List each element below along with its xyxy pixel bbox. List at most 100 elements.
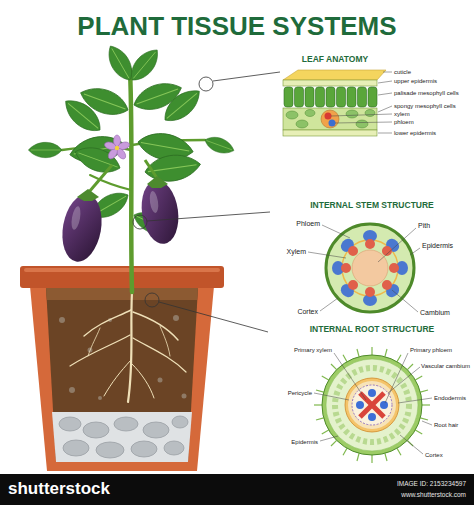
palisade-cell — [337, 87, 346, 107]
flower — [104, 135, 131, 161]
stone — [63, 440, 89, 456]
root-phloem — [380, 401, 388, 409]
leader-line — [398, 398, 432, 403]
gravel-layer — [52, 412, 192, 462]
topsoil — [46, 288, 198, 300]
callout-circle — [145, 293, 159, 307]
part-label: Cambium — [420, 309, 450, 317]
eggplant — [57, 191, 106, 265]
fruit-shine — [70, 205, 82, 230]
root-hair — [422, 405, 430, 406]
palisade-cell — [295, 87, 304, 107]
root-hair — [420, 390, 428, 392]
leaf — [28, 142, 62, 157]
diagram-title: PLANT TISSUE SYSTEMS — [77, 13, 396, 39]
flower-centre — [115, 146, 119, 150]
stem-outline — [326, 224, 414, 312]
leader-line — [388, 367, 420, 393]
bundle-xylem — [365, 239, 375, 249]
root-endodermis — [345, 378, 399, 432]
eggplants — [57, 160, 182, 265]
fruit-stalk — [89, 165, 112, 192]
callout-circle — [199, 77, 213, 91]
callout-line — [147, 212, 270, 221]
callout-lines — [133, 72, 280, 332]
root-hair — [357, 349, 359, 357]
leaves — [28, 42, 236, 240]
root — [133, 312, 178, 340]
fruit-stalk — [145, 160, 157, 178]
pebble — [173, 315, 179, 321]
root-cross-section — [314, 347, 430, 463]
part-label: Cortex — [425, 452, 443, 459]
callout-line — [213, 72, 280, 81]
leader-line — [378, 228, 416, 262]
part-label: Root hair — [434, 422, 458, 429]
root-hair — [357, 453, 359, 461]
part-label: Epidermis — [291, 439, 318, 446]
leader-lines — [308, 225, 420, 312]
root — [133, 338, 186, 372]
rim-highlight — [24, 268, 220, 272]
bundle-xylem — [380, 244, 394, 258]
pebble — [98, 396, 102, 400]
leaf-cross-section — [283, 70, 386, 136]
callout-circle — [133, 215, 147, 229]
root — [104, 360, 131, 396]
soil — [46, 288, 198, 462]
part-label: lower epidermis — [394, 130, 436, 137]
stone — [164, 441, 184, 455]
bundle-xylem — [389, 263, 399, 273]
website: www.shutterstock.com — [401, 491, 466, 498]
leader-lines — [314, 353, 432, 454]
root — [70, 335, 130, 366]
upper-epidermis-layer — [283, 80, 377, 86]
spongy-cell — [346, 110, 358, 118]
roots — [70, 292, 186, 402]
palisade-cell — [347, 87, 356, 107]
leader-line — [422, 421, 432, 425]
root — [160, 326, 170, 356]
part-label: upper epidermis — [394, 78, 437, 85]
cortex-cells — [335, 368, 409, 442]
pebbles — [59, 315, 187, 400]
leader-line — [334, 353, 366, 400]
root-hair — [372, 455, 373, 463]
bundle-xylem — [346, 244, 360, 258]
root-hair — [343, 448, 347, 455]
root-hair — [397, 355, 401, 362]
leaf-vein — [321, 110, 339, 128]
leaf — [203, 133, 237, 157]
palisade-cells — [284, 87, 377, 107]
part-label: Primary phloem — [410, 347, 452, 354]
section-heading: INTERNAL ROOT STRUCTURE — [310, 325, 435, 334]
fruit-shine — [149, 191, 160, 214]
root-vascular-cambium — [352, 385, 392, 425]
root-hair — [322, 430, 329, 434]
spongy-cell — [286, 111, 298, 119]
pith-core — [352, 250, 388, 286]
section-heading: LEAF ANATOMY — [302, 55, 368, 64]
leader-line — [383, 72, 392, 73]
cambium-ring — [342, 240, 398, 296]
vascular-bundle — [363, 230, 377, 249]
root-phloem — [368, 413, 376, 421]
part-label: Phloem — [296, 220, 320, 228]
leaf — [143, 152, 202, 185]
section-heading: INTERNAL STEM STRUCTURE — [310, 201, 434, 210]
lower-epidermis-layer — [283, 130, 377, 136]
leader-line — [392, 290, 418, 312]
root — [132, 364, 154, 398]
palisade-cell — [305, 87, 314, 107]
part-label: Endodermis — [434, 395, 466, 402]
vascular-bundle — [332, 261, 351, 275]
part-label: palisade mesophyll cells — [394, 90, 459, 97]
palisade-cell — [326, 87, 335, 107]
vascular-bundle — [378, 236, 401, 259]
root-hair — [397, 448, 401, 455]
leader-line — [378, 133, 392, 134]
part-label: Cortex — [297, 308, 318, 316]
vascular-bundle — [338, 276, 361, 299]
pot-rim — [20, 266, 224, 288]
